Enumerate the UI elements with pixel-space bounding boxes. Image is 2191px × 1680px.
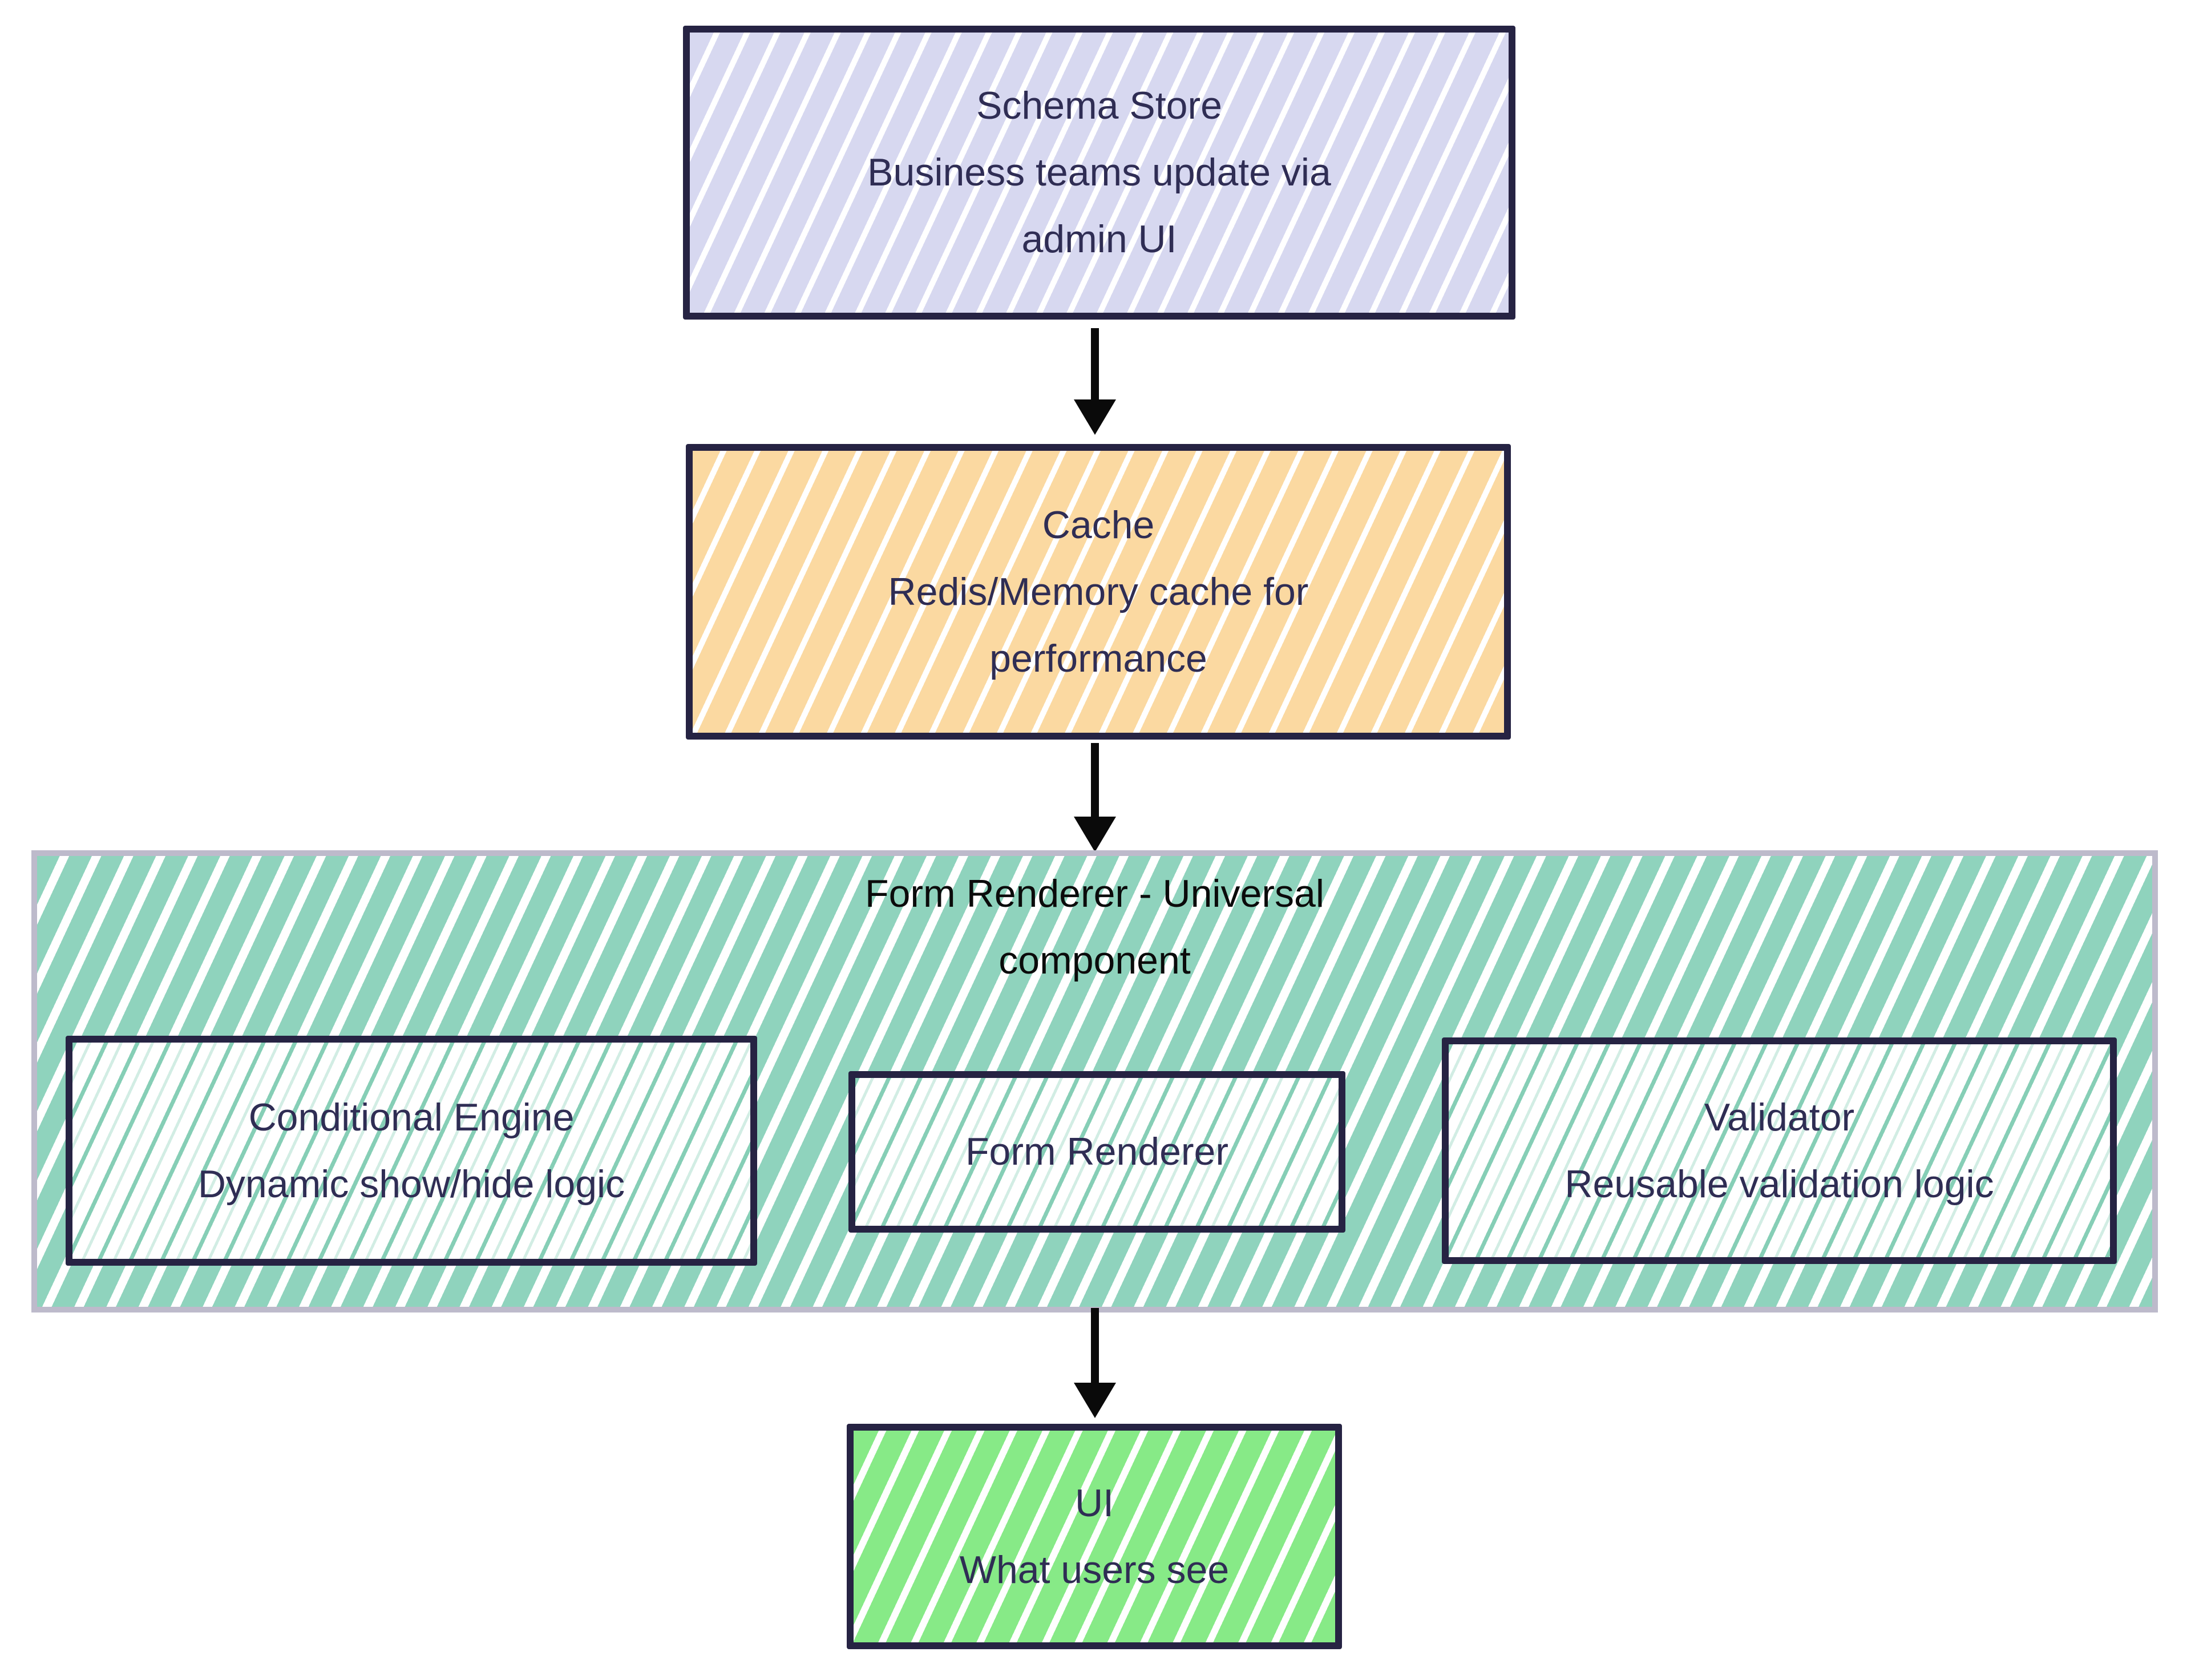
node-label-line: UI [1075,1481,1114,1525]
container-title-line: Form Renderer - Universal [865,872,1324,915]
node-label-line: Validator [1704,1095,1855,1139]
node-label-line: Cache [1042,503,1155,547]
node-label-line: Conditional Engine [248,1095,575,1139]
node-ui: UI What users see [847,1424,1342,1649]
node-cache: Cache Redis/Memory cache for performance [686,444,1511,740]
node-label-line: Business teams update via [867,151,1331,194]
arrow-form-renderer-container-to-ui [1074,1308,1116,1418]
node-label-line: Dynamic show/hide logic [197,1162,625,1206]
arrow-shaft [1091,743,1099,820]
arrow-schema-store-to-cache [1074,328,1116,435]
arrow-shaft [1091,328,1099,403]
arrowhead-icon [1074,817,1116,852]
arrowhead-icon [1074,399,1116,435]
node-schema-store: Schema Store Business teams update via a… [683,26,1515,320]
node-label-line: Redis/Memory cache for [888,570,1309,613]
container-title: Form Renderer - Universal component [37,861,2152,994]
node-label-line: Form Renderer [965,1130,1229,1173]
node-label-line: Reusable validation logic [1565,1162,1994,1206]
arrowhead-icon [1074,1383,1116,1418]
container-title-line: component [999,939,1191,982]
node-conditional-engine: Conditional Engine Dynamic show/hide log… [66,1036,757,1266]
node-label-line: Schema Store [976,84,1222,127]
node-form-renderer: Form Renderer [848,1071,1345,1233]
arrow-shaft [1091,1308,1099,1386]
node-label-line: What users see [959,1548,1230,1592]
node-label-line: performance [989,636,1207,680]
node-validator: Validator Reusable validation logic [1442,1037,2117,1264]
arrow-cache-to-form-renderer-container [1074,743,1116,852]
node-label-line: admin UI [1021,217,1177,261]
